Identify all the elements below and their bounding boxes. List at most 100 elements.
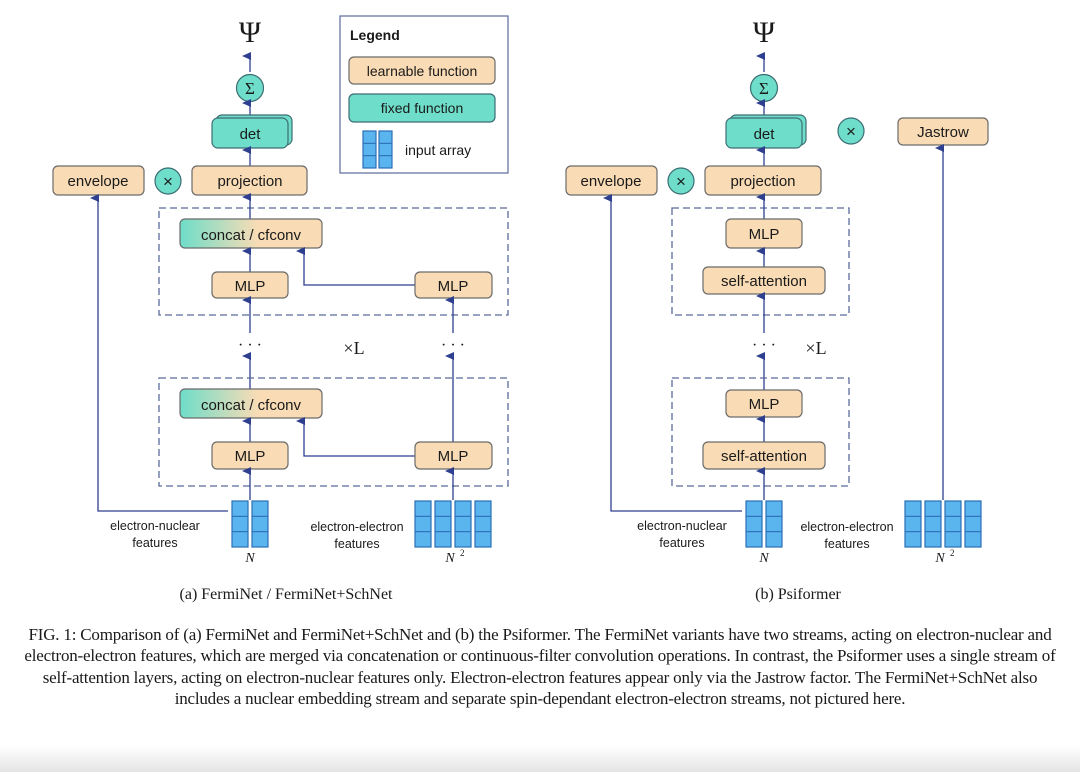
- arrow-en-to-envelope-b: [603, 194, 742, 512]
- ee-dim-label: N: [444, 551, 455, 566]
- arrow-en-to-envelope: [90, 194, 228, 512]
- concat-node-top: concat / cfconv: [179, 218, 323, 249]
- multiply-icon-det-jastrow: ×: [846, 122, 856, 141]
- legend-learnable-swatch: [348, 56, 496, 85]
- psi-output-label-b: Ψ: [753, 16, 776, 49]
- concat-box-top: [179, 218, 323, 249]
- mlp-label-top-left: MLP: [235, 278, 266, 295]
- jastrow-label: Jastrow: [917, 124, 969, 141]
- attention-node-bottom-b: self-attention: [702, 441, 826, 470]
- subcaption-b: (b) Psiformer: [755, 586, 841, 603]
- layer-block-top-b: [671, 207, 850, 316]
- sum-node: Σ: [235, 73, 265, 103]
- mlp-label-bottom-right: MLP: [438, 448, 469, 465]
- en-dim-label-b: N: [758, 551, 769, 566]
- en-input-array-b: [745, 500, 783, 548]
- ee-features-label-line2: features: [334, 537, 379, 551]
- input-array-column: [414, 500, 432, 548]
- arrow-ee-mlp-to-concat-top: [296, 247, 415, 286]
- mlp-node-bottom-b: MLP: [725, 389, 803, 418]
- sum-icon-b: Σ: [759, 79, 769, 98]
- layer-block-bottom: [158, 377, 509, 487]
- legend-input-array-swatch: [362, 130, 393, 169]
- input-array-column: [924, 500, 942, 548]
- ee-features-label-line1: electron-electron: [310, 520, 403, 534]
- envelope-label: envelope: [68, 173, 129, 190]
- input-array-column: [904, 500, 922, 548]
- ee-input-array-b: [904, 500, 982, 548]
- sum-node-b: Σ: [749, 73, 779, 103]
- envelope-label-b: envelope: [581, 173, 642, 190]
- legend: Legend learnable function fixed function…: [339, 15, 509, 174]
- mlp-node-top-right: MLP: [414, 271, 493, 299]
- jastrow-node: Jastrow: [897, 117, 989, 146]
- legend-title: Legend: [350, 27, 400, 43]
- projection-label-b: projection: [730, 173, 795, 190]
- concat-label-top: concat / cfconv: [201, 227, 302, 244]
- input-array-column: [964, 500, 982, 548]
- bottom-shadow: [0, 746, 1080, 772]
- det-label: det: [240, 126, 262, 143]
- projection-node-b: projection: [704, 165, 822, 196]
- layer-block-top: [158, 207, 509, 316]
- mlp-node-bottom-right: MLP: [414, 441, 493, 470]
- ellipsis-left: · · ·: [238, 337, 262, 354]
- ellipsis-b: · · ·: [752, 337, 776, 354]
- mlp-label-bottom-left: MLP: [235, 448, 266, 465]
- det-label-b: det: [754, 126, 776, 143]
- panel-a: Ψ Σ det envelope × projection: [52, 16, 509, 603]
- input-array-column: [362, 130, 377, 169]
- legend-learnable-label: learnable function: [367, 63, 478, 79]
- ee-dim-superscript-b: 2: [950, 548, 955, 558]
- psi-output-label: Ψ: [239, 16, 262, 49]
- legend-fixed-swatch: [348, 93, 496, 123]
- det-node-b: det: [725, 114, 807, 149]
- input-array-column: [231, 500, 249, 548]
- figure-caption: FIG. 1: Comparison of (a) FermiNet and F…: [24, 625, 1056, 709]
- arrow-ee-mlp-to-concat-bottom: [296, 417, 415, 457]
- legend-input-label: input array: [405, 142, 471, 158]
- multiply-node-det-jastrow: ×: [837, 117, 865, 145]
- repeat-label-b: ×L: [805, 338, 826, 358]
- mlp-node-top-left: MLP: [211, 271, 289, 299]
- input-array-column: [474, 500, 492, 548]
- ee-input-array-a: [414, 500, 492, 548]
- mlp-label-top-b: MLP: [749, 226, 780, 243]
- multiply-node-b: ×: [667, 167, 695, 195]
- ellipsis-right: · · ·: [441, 337, 465, 354]
- input-array-column: [745, 500, 763, 548]
- en-features-label-line2: features: [132, 536, 177, 550]
- panel-b: Ψ Σ det × Jastrow envelope ×: [565, 16, 989, 603]
- subcaption-a: (a) FermiNet / FermiNet+SchNet: [180, 586, 394, 603]
- mlp-node-bottom-left: MLP: [211, 441, 289, 470]
- mlp-label-bottom-b: MLP: [749, 396, 780, 413]
- ee-features-label-line1-b: electron-electron: [800, 520, 893, 534]
- en-input-array-a: [231, 500, 269, 548]
- layer-block-bottom-b: [671, 377, 850, 487]
- input-array-column: [378, 130, 393, 169]
- det-node: det: [211, 114, 293, 149]
- projection-label: projection: [217, 173, 282, 190]
- en-features-label-line1: electron-nuclear: [110, 519, 200, 533]
- input-array-column: [765, 500, 783, 548]
- legend-fixed-label: fixed function: [381, 100, 464, 116]
- projection-node: projection: [191, 165, 308, 196]
- ee-features-label-line2-b: features: [824, 537, 869, 551]
- en-dim-label: N: [244, 551, 255, 566]
- multiply-icon-b: ×: [676, 172, 686, 191]
- concat-label-bottom: concat / cfconv: [201, 397, 302, 414]
- concat-node-bottom: concat / cfconv: [179, 388, 323, 419]
- repeat-label: ×L: [343, 338, 364, 358]
- en-features-label-line2-b: features: [659, 536, 704, 550]
- en-features-label-line1-b: electron-nuclear: [637, 519, 727, 533]
- input-array-column: [944, 500, 962, 548]
- architecture-diagram: Ψ Σ det envelope × projection: [52, 15, 989, 603]
- attention-label-top-b: self-attention: [721, 273, 807, 290]
- attention-node-top-b: self-attention: [702, 266, 826, 295]
- concat-box-bottom: [179, 388, 323, 419]
- input-array-column: [454, 500, 472, 548]
- ee-dim-superscript: 2: [460, 548, 465, 558]
- mlp-node-top-b: MLP: [725, 218, 803, 249]
- attention-label-bottom-b: self-attention: [721, 448, 807, 465]
- sum-icon: Σ: [245, 79, 255, 98]
